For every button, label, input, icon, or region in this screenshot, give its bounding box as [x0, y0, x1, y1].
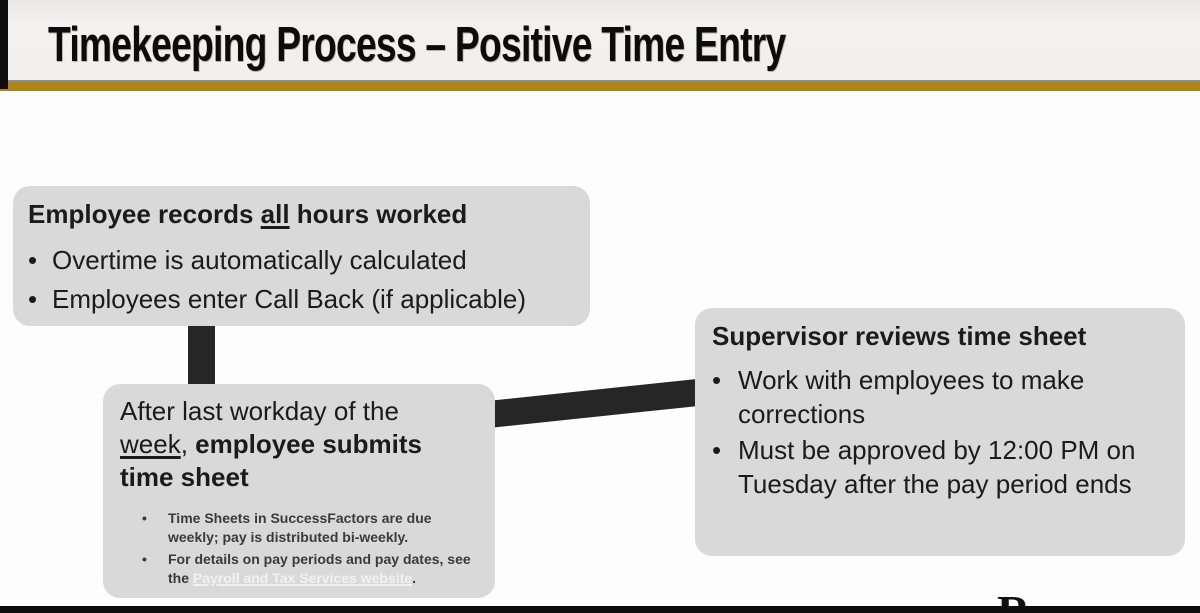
connector-box1-to-box2 [188, 324, 215, 387]
box2-heading-underlined-word: week [120, 429, 181, 459]
box1-heading-prefix: Employee records [28, 199, 261, 229]
box1-bullet-2: Employees enter Call Back (if applicable… [52, 284, 526, 314]
process-box-employee-submits: After last workday of the week, employee… [103, 384, 495, 598]
bullet-dot-icon: • [28, 245, 38, 275]
bullet-dot-icon: • [712, 365, 722, 395]
list-item: • Overtime is automatically calculated [28, 241, 580, 280]
bullet-dot-icon: • [142, 510, 147, 526]
box1-bullet-1: Overtime is automatically calculated [52, 245, 467, 275]
box2-sub-bullet-2-suffix: . [412, 570, 416, 586]
process-box-supervisor-reviews: Supervisor reviews time sheet • Work wit… [695, 308, 1185, 556]
box3-bullet-list: • Work with employees to make correction… [712, 363, 1175, 501]
box2-heading: After last workday of the week, employee… [120, 395, 454, 494]
box1-heading-underlined-word: all [260, 199, 290, 229]
box2-sub-bullet-2: For details on pay periods and pay dates… [168, 550, 485, 588]
bottom-edge-rule [0, 606, 1200, 613]
partial-logo-letter: R [997, 596, 1057, 607]
box2-heading-regular: After last workday of the [120, 396, 399, 426]
slide-title: Timekeeping Process – Positive Time Entr… [48, 18, 786, 72]
bullet-dot-icon: • [28, 284, 38, 314]
list-item: • Time Sheets in SuccessFactors are due … [142, 509, 485, 547]
box3-heading: Supervisor reviews time sheet [712, 321, 1087, 351]
box2-sub-bullet-1: Time Sheets in SuccessFactors are due we… [168, 510, 432, 545]
box1-heading: Employee records all hours worked [28, 199, 580, 230]
process-box-employee-records: Employee records all hours worked • Over… [13, 186, 590, 326]
left-edge-accent-bar [0, 0, 8, 89]
box1-heading-suffix: hours worked [289, 199, 468, 229]
list-item: • For details on pay periods and pay dat… [142, 550, 485, 588]
list-item: • Employees enter Call Back (if applicab… [28, 280, 580, 319]
connector-box2-to-box3 [486, 378, 700, 429]
box3-bullet-2: Must be approved by 12:00 PM on Tuesday … [738, 435, 1136, 499]
box2-sub-bullet-2-prefix: For details on pay periods and pay dates… [168, 551, 471, 586]
bullet-dot-icon: • [712, 435, 722, 465]
box2-heading-separator: , [180, 429, 196, 459]
box3-bullet-1: Work with employees to make corrections [738, 365, 1085, 429]
payroll-tax-services-link[interactable]: Payroll and Tax Services website [192, 570, 413, 586]
bullet-dot-icon: • [142, 551, 147, 567]
list-item: • Must be approved by 12:00 PM on Tuesda… [712, 433, 1175, 501]
partial-logo: R [997, 596, 1057, 607]
box2-sub-bullet-list: • Time Sheets in SuccessFactors are due … [142, 509, 485, 588]
gold-divider-bar [0, 80, 1200, 91]
slide-header: Timekeeping Process – Positive Time Entr… [0, 0, 1200, 80]
box1-bullet-list: • Overtime is automatically calculated •… [28, 241, 580, 319]
list-item: • Work with employees to make correction… [712, 363, 1175, 431]
box2-heading-bold: employee submits time sheet [120, 429, 423, 492]
